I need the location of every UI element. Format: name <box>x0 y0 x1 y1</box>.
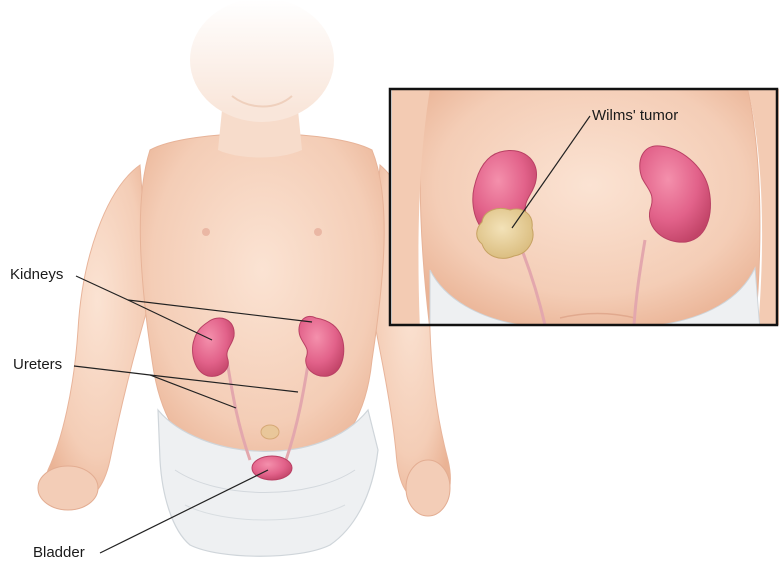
bladder <box>252 456 292 480</box>
left-hand <box>38 466 98 510</box>
wilms-tumor-mass <box>477 209 533 259</box>
ureters-label: Ureters <box>13 357 62 372</box>
inset-panel <box>390 89 779 330</box>
right-hand <box>406 460 450 516</box>
left-arm <box>45 165 150 505</box>
navel <box>261 425 279 439</box>
torso <box>140 134 384 475</box>
bladder-label: Bladder <box>33 545 85 560</box>
wilms-tumor-label: Wilms' tumor <box>592 108 678 123</box>
child-body <box>38 0 450 556</box>
kidneys-label: Kidneys <box>10 267 63 282</box>
